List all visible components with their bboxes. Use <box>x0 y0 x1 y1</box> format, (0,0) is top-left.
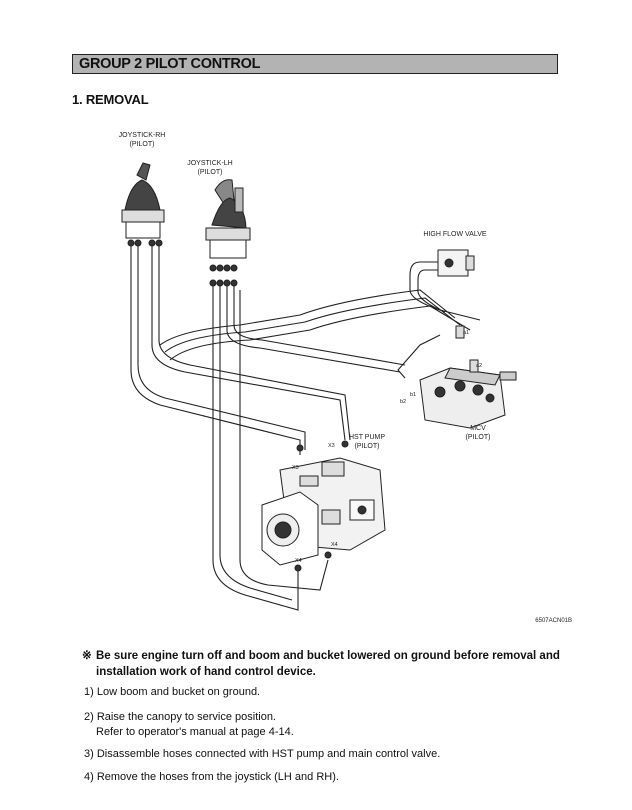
figure-id: 6507ACN01B <box>535 618 572 624</box>
mcv-label: MCV (PILOT) <box>458 424 498 442</box>
hst-pump-label-line2: (PILOT) <box>354 443 380 450</box>
port-x3-label-b: X3 <box>292 465 299 471</box>
hst-pump-label: HST PUMP (PILOT) <box>342 433 392 451</box>
group-title: GROUP 2 PILOT CONTROL <box>79 56 261 72</box>
port-x4-label-a: X4 <box>331 542 338 548</box>
mcv-valve <box>419 325 517 429</box>
port-x4-label-b: X4 <box>295 558 302 564</box>
joystick-rh-label-line2: (PILOT) <box>129 141 155 148</box>
note-mark: ※ <box>82 650 92 662</box>
step-1-text: 1) Low boom and bucket on ground. <box>84 686 261 698</box>
step-2-subtext: Refer to operator's manual at page 4-14. <box>96 726 294 738</box>
joystick-lh-label: JOYSTICK-LH (PILOT) <box>180 159 240 177</box>
port-a2-label: a2 <box>476 363 483 369</box>
note-text: Be sure engine turn off and boom and buc… <box>96 650 560 678</box>
port-b2-label: b2 <box>400 399 407 405</box>
high-flow-valve-label: HIGH FLOW VALVE <box>423 231 487 238</box>
step-4-text: 4) Remove the hoses from the joystick (L… <box>84 771 339 783</box>
port-x3-label-a: X3 <box>328 443 335 449</box>
joystick-rh-label-line1: JOYSTICK-RH <box>118 132 166 139</box>
mcv-label-line2: (PILOT) <box>465 434 491 441</box>
joystick-rh-label: JOYSTICK-RH (PILOT) <box>112 131 172 149</box>
hst-pump <box>261 440 386 572</box>
joystick-lh-label-line2: (PILOT) <box>197 169 223 176</box>
hose-lines <box>130 240 481 611</box>
high-flow-valve <box>437 249 475 277</box>
step-3-text: 3) Disassemble hoses connected with HST … <box>84 748 441 760</box>
pilot-control-diagram <box>121 162 517 611</box>
group-header-bar: GROUP 2 PILOT CONTROL <box>72 54 558 74</box>
step-1: 1) Low boom and bucket on ground. <box>84 685 260 700</box>
joystick-rh <box>121 162 165 247</box>
hst-pump-label-line1: HST PUMP <box>348 434 386 441</box>
step-3: 3) Disassemble hoses connected with HST … <box>84 747 440 762</box>
warning-note: ※ Be sure engine turn off and boom and b… <box>82 648 560 680</box>
step-2: 2) Raise the canopy to service position.… <box>84 710 294 740</box>
joystick-lh-label-line1: JOYSTICK-LH <box>187 160 233 167</box>
step-2-text: 2) Raise the canopy to service position. <box>84 711 276 723</box>
port-a1-label: a1 <box>463 330 470 336</box>
section-title: 1. REMOVAL <box>72 92 149 107</box>
joystick-lh <box>205 179 251 287</box>
mcv-label-line1: MCV <box>470 425 486 432</box>
step-4: 4) Remove the hoses from the joystick (L… <box>84 770 339 785</box>
port-b1-label: b1 <box>410 392 417 398</box>
